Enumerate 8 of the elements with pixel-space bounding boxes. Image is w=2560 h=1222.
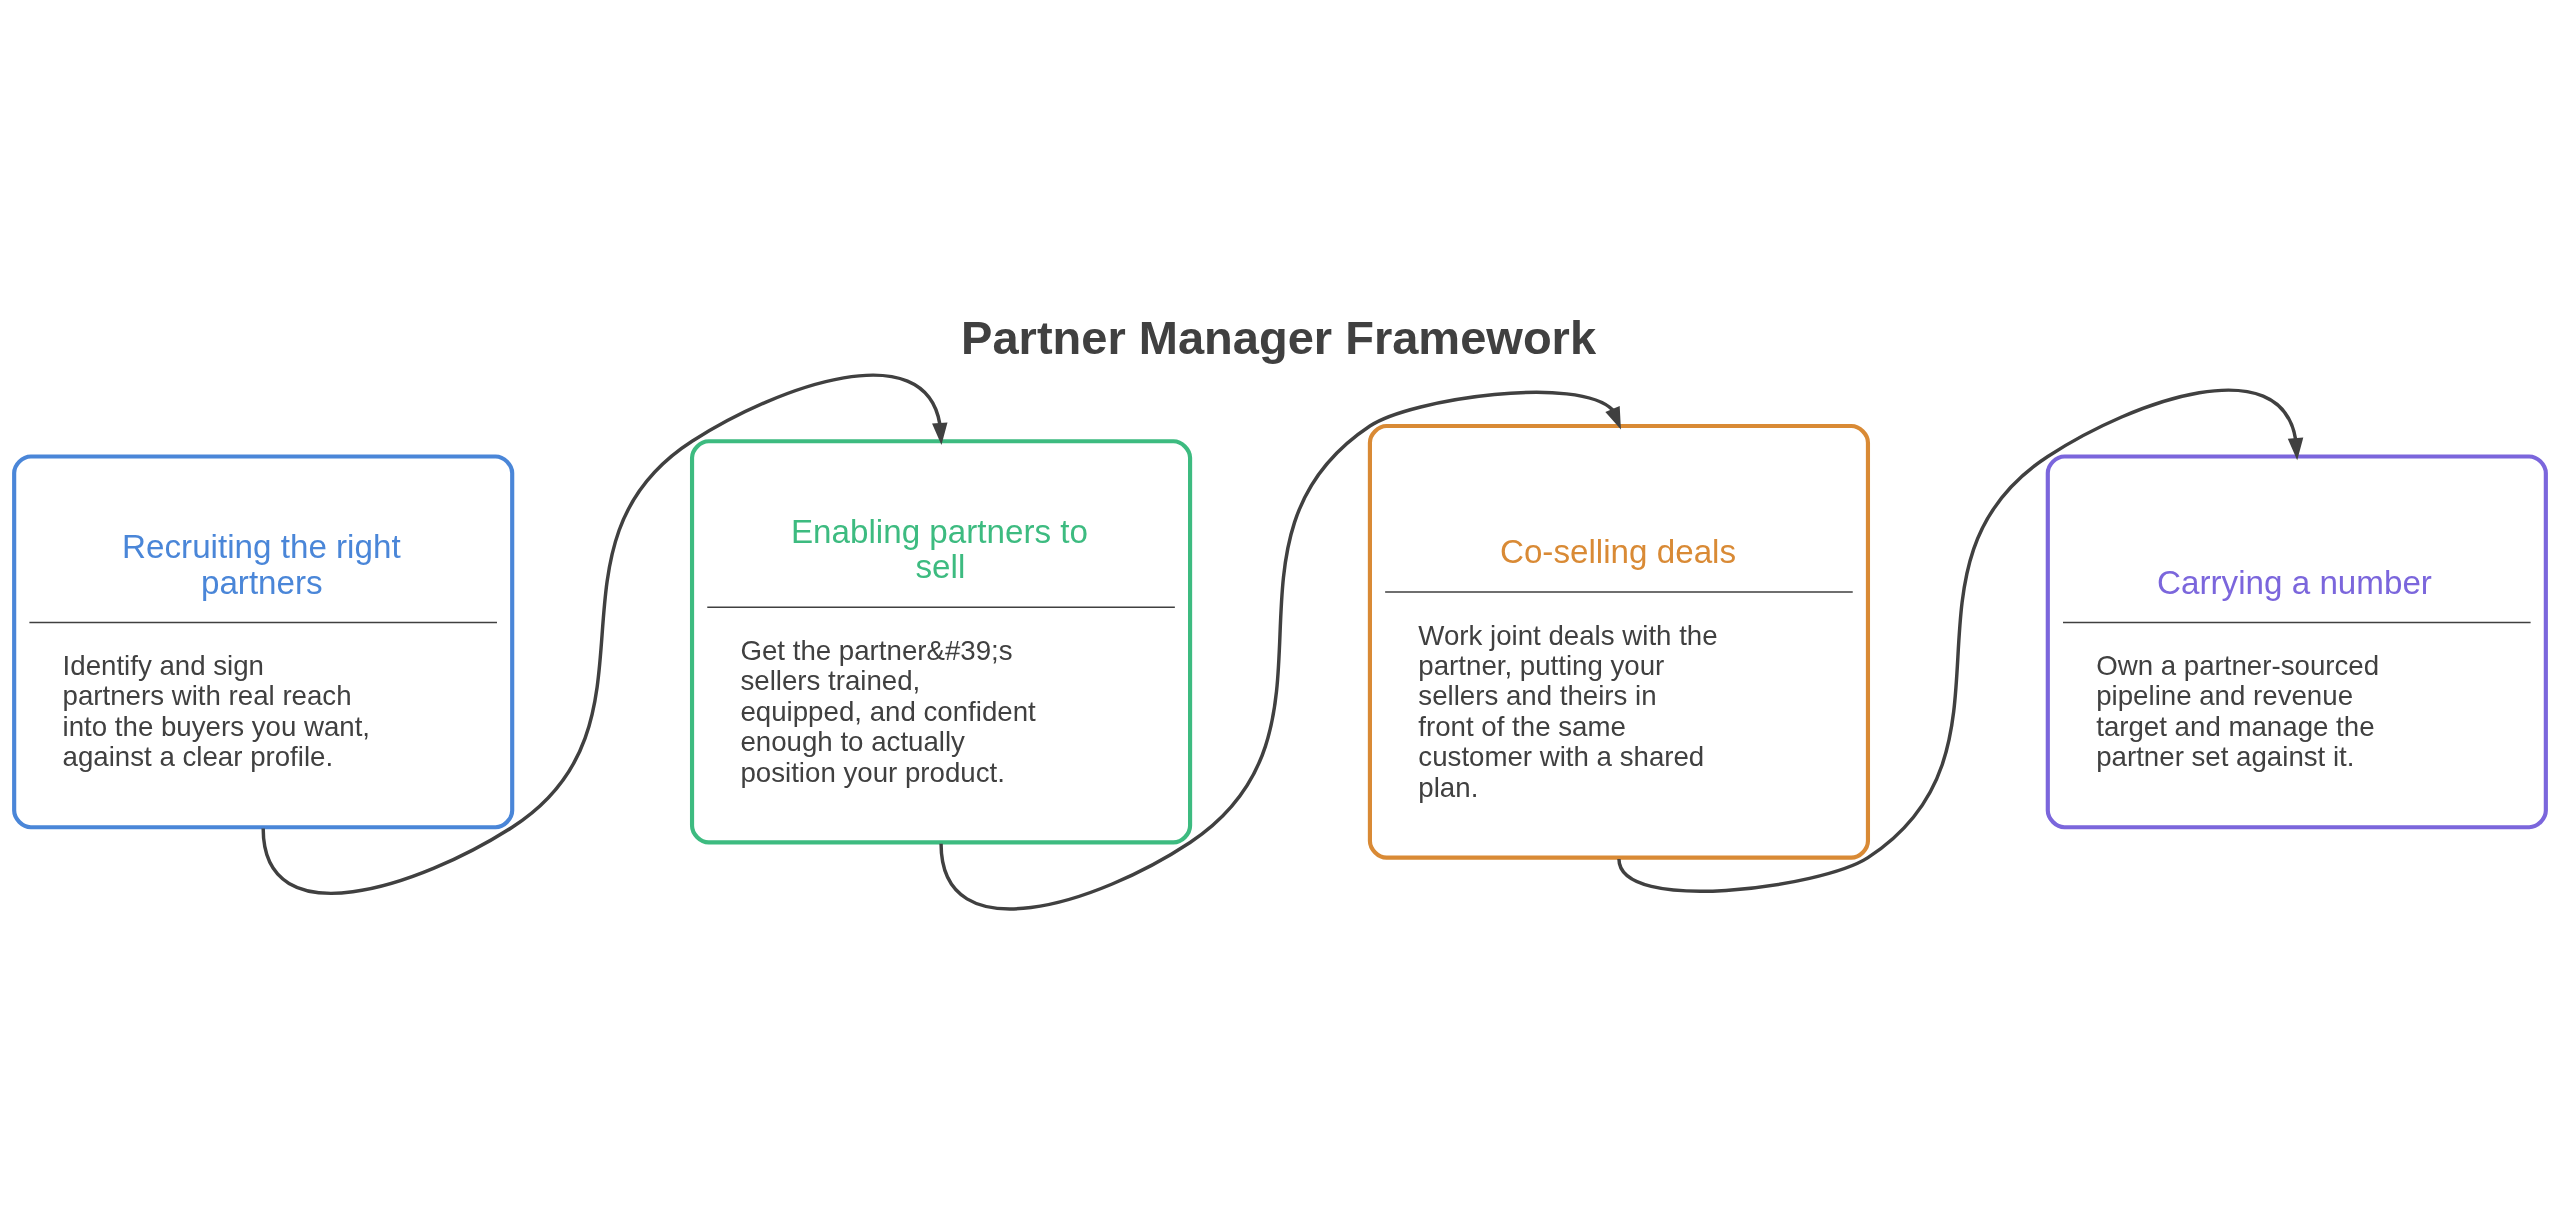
arrow [939,390,1621,911]
node-box: Recruiting the right partners Identify and sign partners with real reach into the buyers you want, against a clear profile. [12,454,515,830]
node-box: Carrying a number Own a partner-sourced pipeline and revenue target and manage the partner set against it. [2045,454,2548,830]
node-box: Enabling partners to sell Get the partner&#39;s sellers trained, equipped, and confident enough to actually position your product. [689,439,1193,845]
diagram-title: Partner Manager Framework [961,311,1597,365]
arrow [261,373,948,895]
node-box: Co-selling deals Work joint deals with the partner, putting your sellers and theirs in front of the same customer with a shared plan. [1367,423,1871,860]
arrow [1617,388,2304,893]
